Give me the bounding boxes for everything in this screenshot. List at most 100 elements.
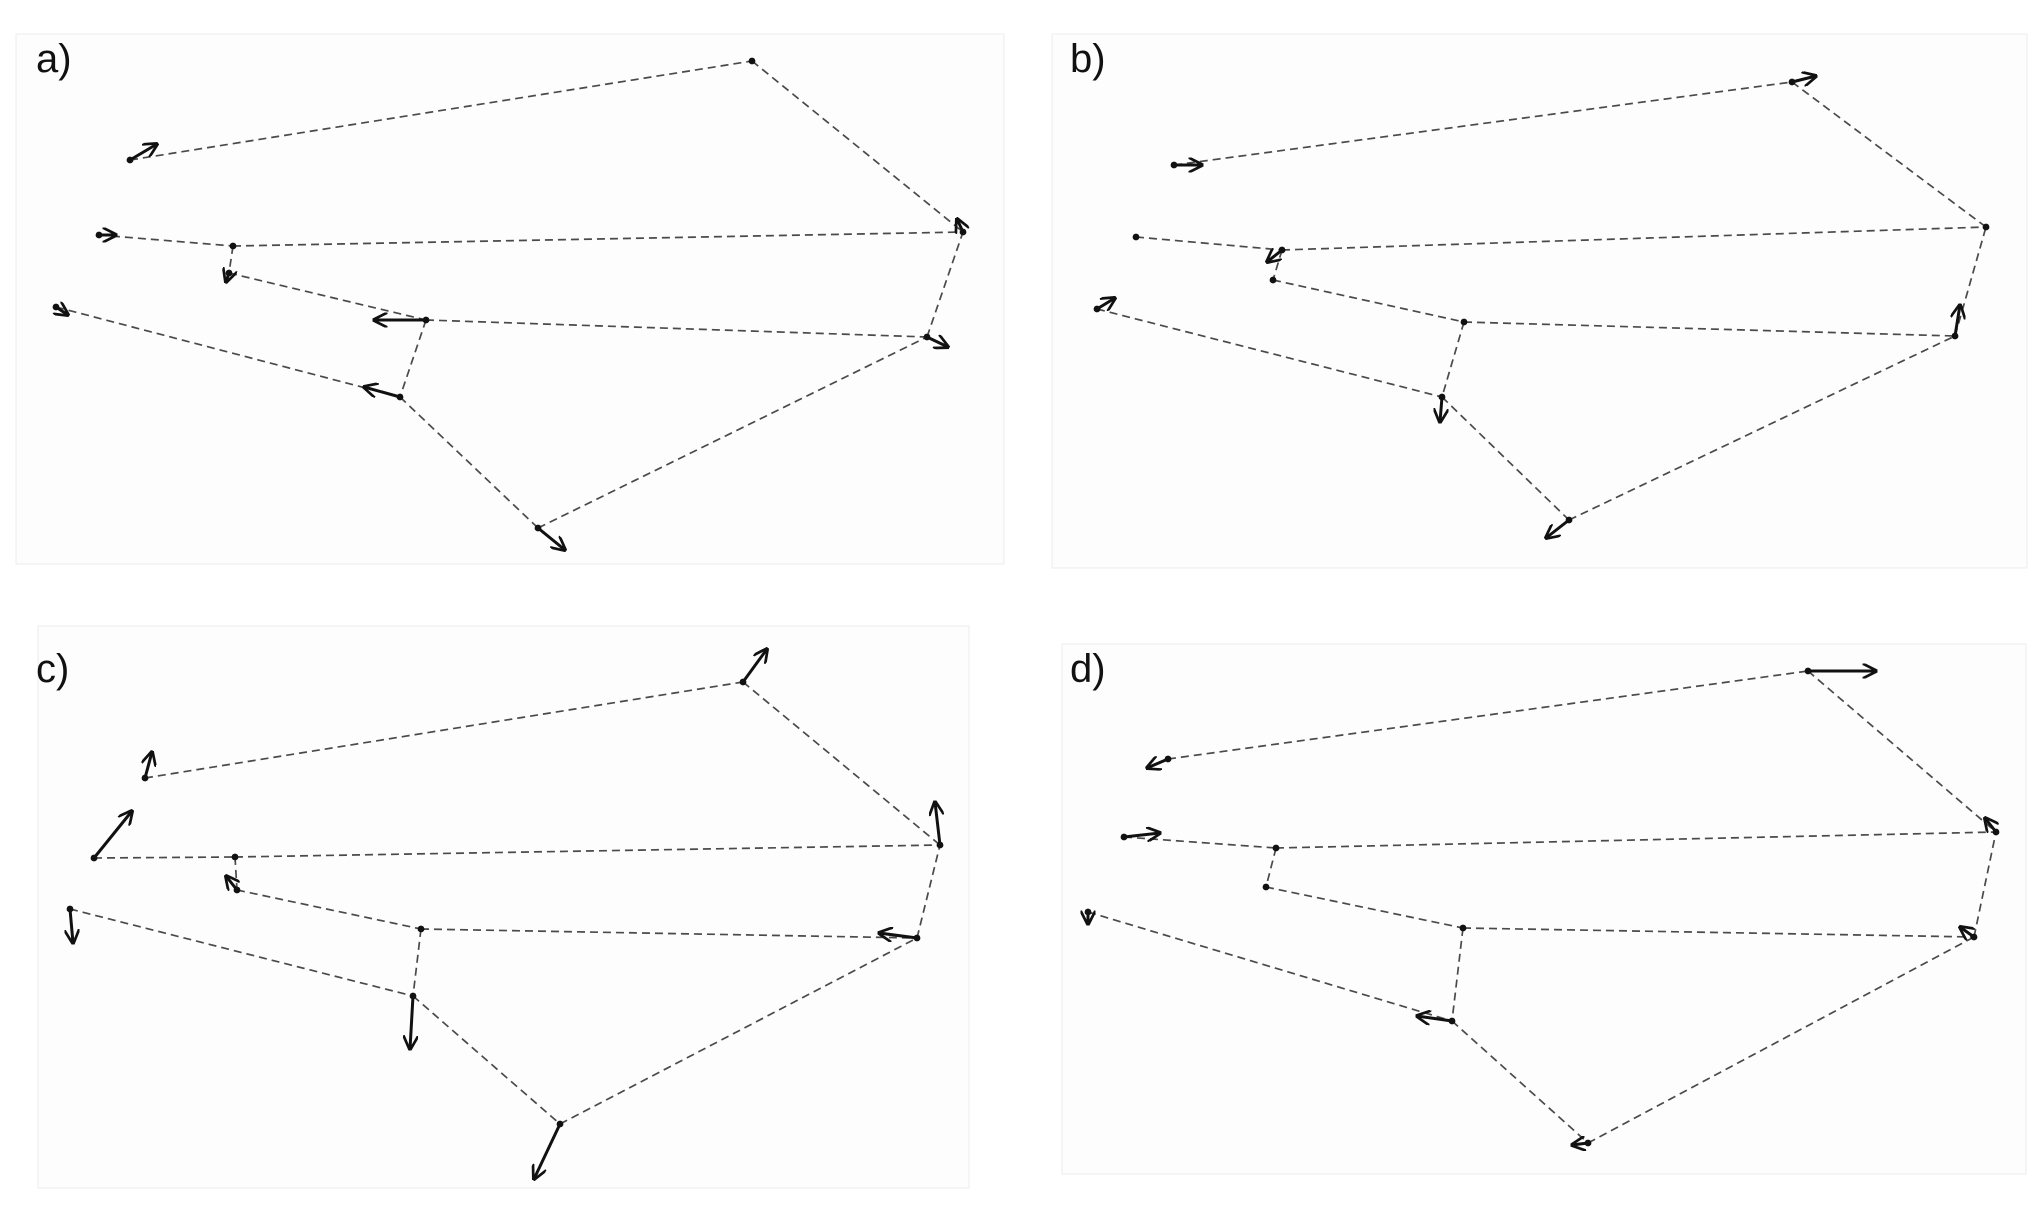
dashed-vein-line: [129, 60, 753, 161]
displacement-arrow: [364, 387, 402, 399]
landmark-point: [1132, 233, 1140, 241]
dashed-vein-line: [1167, 670, 1809, 760]
landmark-point: [396, 393, 404, 401]
dashed-vein-line: [232, 231, 964, 247]
dashed-vein-line: [1265, 886, 1464, 929]
landmark-point: [1093, 305, 1101, 313]
landmark-point: [1269, 276, 1277, 284]
landmark-point: [556, 1120, 564, 1128]
dashed-vein-line: [1973, 831, 1997, 938]
landmark-point: [936, 841, 944, 849]
landmark-point: [1584, 1139, 1592, 1147]
landmark-point: [231, 853, 239, 861]
landmark-point: [1951, 332, 1959, 340]
landmark-point: [1804, 667, 1812, 675]
displacement-arrow: [1122, 833, 1160, 837]
dashed-vein-line: [228, 272, 427, 321]
landmark-point: [417, 925, 425, 933]
landmark-point: [1460, 318, 1468, 326]
displacement-arrow: [879, 933, 919, 938]
landmark-point: [141, 774, 149, 782]
dashed-vein-line: [98, 234, 234, 247]
dashed-vein-line: [1087, 911, 1453, 1022]
panel-label: b): [1070, 37, 1106, 81]
displacement-arrow: [1147, 759, 1170, 768]
landmark-point: [1438, 393, 1446, 401]
panel-label: a): [36, 37, 72, 81]
landmark-point: [66, 905, 74, 913]
landmark-point: [1970, 933, 1978, 941]
landmark-point: [126, 156, 134, 164]
displacement-arrow: [1546, 518, 1571, 538]
displacement-arrow: [1417, 1016, 1454, 1021]
panel-label: d): [1070, 647, 1106, 691]
landmark-point: [52, 303, 60, 311]
dashed-vein-line: [399, 396, 539, 529]
dashed-vein-line: [228, 245, 234, 274]
dashed-vein-line: [1272, 279, 1465, 323]
dashed-vein-line: [1807, 670, 1997, 833]
landmark-point: [1565, 516, 1573, 524]
landmark-point: [422, 316, 430, 324]
dashed-vein-line: [425, 319, 928, 338]
landmark-point: [1788, 78, 1796, 86]
displacement-arrow: [536, 526, 565, 550]
displacement-arrow: [534, 1122, 562, 1179]
landmark-point: [1992, 828, 2000, 836]
dashed-vein-line: [1587, 936, 1975, 1144]
landmark-point: [1262, 883, 1270, 891]
displacement-arrow: [92, 811, 132, 860]
dashed-vein-line: [1281, 226, 1987, 251]
displacement-arrow: [1790, 76, 1816, 82]
dashed-vein-line: [751, 60, 964, 233]
displacement-arrow: [1955, 305, 1960, 338]
dashed-vein-line: [559, 937, 918, 1125]
landmark-point: [1272, 844, 1280, 852]
dashed-vein-line: [93, 856, 236, 859]
dashed-vein-line: [236, 889, 422, 930]
displacement-arrow: [410, 994, 413, 1049]
landmark-point: [1084, 908, 1092, 916]
dashed-vein-line: [1441, 396, 1570, 521]
dashed-vein-line: [742, 681, 941, 846]
landmark-point: [1278, 246, 1286, 254]
panel-c: c): [36, 625, 970, 1189]
displacement-arrow: [1440, 395, 1442, 422]
panel-b: b): [1051, 33, 2028, 569]
dashed-vein-line: [234, 844, 941, 858]
landmark-point: [739, 678, 747, 686]
dashed-vein-line: [69, 908, 414, 997]
landmark-point: [229, 242, 237, 250]
landmark-point: [748, 57, 756, 65]
dashed-vein-line: [1275, 831, 1997, 849]
landmark-point: [959, 228, 967, 236]
dashed-vein-line: [1096, 308, 1443, 398]
panel-label: c): [36, 647, 69, 691]
displacement-arrow: [145, 752, 152, 780]
landmark-point: [1448, 1017, 1456, 1025]
dashed-vein-line: [412, 928, 422, 997]
dashed-vein-line: [1568, 335, 1956, 521]
panel-d: d): [1061, 643, 2027, 1175]
landmark-point: [1170, 161, 1178, 169]
displacement-arrow: [70, 907, 73, 943]
dashed-vein-line: [412, 995, 561, 1125]
landmark-point: [1982, 223, 1990, 231]
landmark-point: [1120, 833, 1128, 841]
dashed-vein-line: [420, 928, 918, 939]
dashed-vein-line: [1441, 321, 1465, 398]
displacement-arrow: [925, 337, 948, 347]
dashed-vein-line: [1462, 927, 1975, 938]
landmark-point: [233, 886, 241, 894]
dashed-vein-line: [537, 336, 928, 529]
dashed-vein-line: [399, 319, 427, 398]
landmark-point: [95, 231, 103, 239]
dashed-vein-line: [1265, 847, 1277, 888]
landmark-point: [534, 524, 542, 532]
landmark-point: [90, 854, 98, 862]
landmark-point: [913, 934, 921, 942]
landmark-point: [923, 333, 931, 341]
landmark-point: [225, 269, 233, 277]
dashed-vein-line: [144, 681, 744, 779]
